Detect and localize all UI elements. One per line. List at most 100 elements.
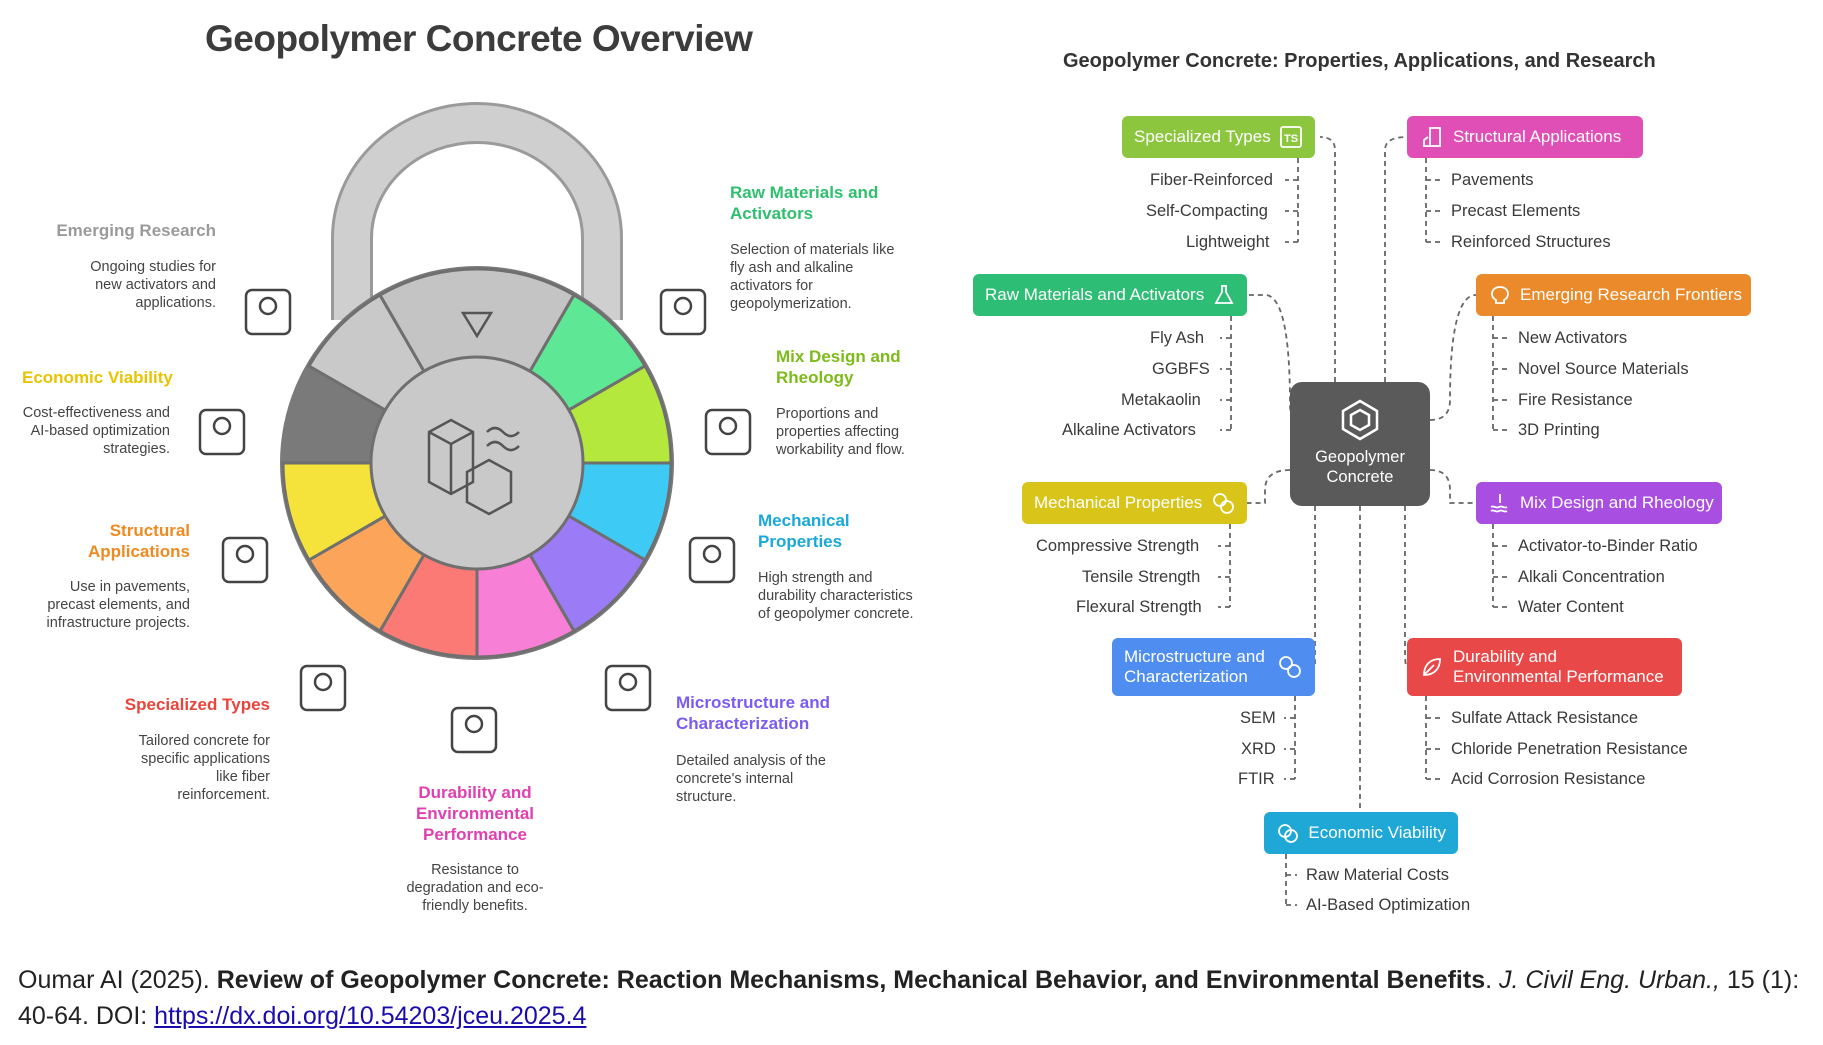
leaf-ggbfs: GGBFS bbox=[1152, 360, 1210, 378]
beam-icon-detail bbox=[313, 672, 333, 692]
durability-label: Durability and Environmental Performance bbox=[415, 783, 535, 844]
leaf-3d-printing: 3D Printing bbox=[1518, 421, 1600, 439]
specialized-label: Specialized Types bbox=[124, 695, 270, 714]
leaf-pavements: Pavements bbox=[1451, 171, 1534, 189]
citation-journal: J. Civil Eng. Urban., bbox=[1499, 966, 1720, 994]
researcher-icon-detail bbox=[258, 296, 278, 316]
leaf-sulfate-attack: Sulfate Attack Resistance bbox=[1451, 709, 1639, 727]
atom-icon bbox=[604, 664, 652, 712]
leaf-water-content: Water Content bbox=[1518, 598, 1624, 616]
leaf-tensile-strength: Tensile Strength bbox=[1082, 568, 1201, 586]
trees-icon-detail bbox=[464, 714, 484, 734]
leaf-flexural-strength: Flexural Strength bbox=[1076, 598, 1202, 616]
emerging-label: Emerging Research bbox=[56, 221, 216, 240]
mixer-icon bbox=[1488, 490, 1512, 516]
leaf-compressive-strength: Compressive Strength bbox=[1036, 537, 1200, 555]
mixer-truck-icon-detail bbox=[718, 416, 738, 436]
citation-author: Oumar AI (2025). bbox=[18, 966, 217, 994]
geopolymer-icon-cube bbox=[465, 458, 513, 516]
connector-structural bbox=[1384, 136, 1408, 382]
atom-icon-detail bbox=[618, 672, 638, 692]
connector-specialized bbox=[1319, 136, 1336, 382]
leaf-alkaline-activators: Alkaline Activators bbox=[1062, 421, 1196, 439]
structural-desc: Use in pavements, precast elements, and … bbox=[46, 579, 190, 631]
brain-icon bbox=[1488, 282, 1512, 308]
center-line-2: Concrete bbox=[1326, 468, 1394, 486]
citation-rest: 15 (1): 40-64. DOI: bbox=[18, 966, 1800, 1030]
building-icon bbox=[1419, 124, 1445, 150]
raw-materials-desc: Selection of materials like fly ash and … bbox=[730, 242, 895, 312]
building-icon-detail bbox=[235, 544, 255, 564]
citation-title: Review of Geopolymer Concrete: Reaction … bbox=[216, 966, 1486, 994]
node-mix-design: Mix Design and Rheology bbox=[1476, 482, 1722, 524]
raw-materials-label: Raw Materials and Activators bbox=[730, 183, 879, 223]
node-emerging-research: Emerging Research Frontiers bbox=[1476, 274, 1751, 316]
leaf-new-activators: New Activators bbox=[1518, 329, 1628, 347]
mixer-truck-icon bbox=[704, 408, 752, 456]
specialized-desc: Tailored concrete for specific applicati… bbox=[138, 733, 270, 803]
leaf-lightweight: Lightweight bbox=[1186, 233, 1270, 251]
leaf-ai-optimization: AI-Based Optimization bbox=[1306, 896, 1471, 914]
left-title: Geopolymer Concrete Overview bbox=[205, 18, 753, 59]
leaf-raw-material-costs: Raw Material Costs bbox=[1306, 866, 1450, 884]
scale-icon bbox=[198, 408, 246, 456]
leaf-ftir: FTIR bbox=[1238, 770, 1275, 788]
emerging-desc: Ongoing studies for new activators and a… bbox=[90, 259, 216, 311]
citation-sep: . bbox=[1485, 966, 1500, 994]
structural-label: Structural Applications bbox=[87, 521, 190, 561]
durability-desc: Resistance to degradation and eco-friend… bbox=[406, 862, 544, 914]
lock-center-circle bbox=[369, 355, 585, 571]
leaf-alkali-concentration: Alkali Concentration bbox=[1518, 568, 1665, 586]
node-structural-applications: Structural Applications bbox=[1407, 116, 1643, 158]
scale-icon-detail bbox=[212, 416, 232, 436]
microstructure-desc: Detailed analysis of the concrete's inte… bbox=[676, 753, 826, 805]
leaf-activator-binder-ratio: Activator-to-Binder Ratio bbox=[1518, 537, 1698, 555]
svg-text:TS: TS bbox=[1284, 133, 1298, 145]
right-title: Geopolymer Concrete: Properties, Applica… bbox=[1063, 50, 1656, 72]
node-specialized-types: Specialized Types TS bbox=[1122, 116, 1315, 158]
beam-icon bbox=[299, 664, 347, 712]
waves-icon bbox=[486, 426, 520, 452]
geopolymer-icon bbox=[427, 418, 475, 496]
mix-design-desc: Proportions and properties affecting wor… bbox=[776, 406, 905, 458]
money-icon bbox=[1276, 820, 1300, 846]
leaf-fly-ash: Fly Ash bbox=[1150, 329, 1205, 347]
microstructure-label: Microstructure and Characterization bbox=[676, 693, 830, 733]
bridge-icon-detail bbox=[702, 544, 722, 564]
economic-desc: Cost-effectiveness and AI-based optimiza… bbox=[22, 405, 170, 457]
gears-icon bbox=[1210, 490, 1235, 516]
connector-mechanical bbox=[1247, 469, 1291, 504]
hexagon-icon bbox=[1341, 399, 1379, 441]
mechanical-label: Mechanical Properties bbox=[758, 511, 850, 551]
leaf-xrd: XRD bbox=[1241, 740, 1276, 758]
connector-durability bbox=[1404, 506, 1408, 668]
mix-design-label: Mix Design and Rheology bbox=[776, 347, 901, 387]
citation: Oumar AI (2025). Review of Geopolymer Co… bbox=[18, 962, 1808, 1034]
keyhole-icon bbox=[460, 311, 494, 339]
doi-link[interactable]: https://dx.doi.org/10.54203/jceu.2025.4 bbox=[154, 1002, 587, 1030]
node-mechanical-properties: Mechanical Properties bbox=[1022, 482, 1247, 524]
economic-label: Economic Viability bbox=[22, 368, 173, 387]
connector-emerging bbox=[1429, 294, 1477, 421]
node-economic-viability: Economic Viability bbox=[1264, 812, 1458, 854]
factory-icon-detail bbox=[673, 296, 693, 316]
lock-shackle bbox=[334, 105, 620, 320]
bridge-icon bbox=[688, 536, 736, 584]
factory-icon bbox=[659, 288, 707, 336]
node-microstructure: Microstructure and Characterization bbox=[1112, 638, 1315, 696]
mechanical-desc: High strength and durability characteris… bbox=[758, 570, 914, 622]
leaf-reinforced-structures: Reinforced Structures bbox=[1451, 233, 1611, 251]
center-line-1: Geopolymer bbox=[1315, 448, 1405, 466]
ts-icon: TS bbox=[1279, 124, 1303, 150]
center-node: Geopolymer Concrete bbox=[1290, 382, 1430, 506]
leaf-chloride-penetration: Chloride Penetration Resistance bbox=[1451, 740, 1688, 758]
building-icon bbox=[221, 536, 269, 584]
leaf-self-compacting: Self-Compacting bbox=[1146, 202, 1268, 220]
leaf-fire-resistance: Fire Resistance bbox=[1518, 391, 1633, 409]
leaf-precast-elements: Precast Elements bbox=[1451, 202, 1581, 220]
leaf-icon bbox=[1419, 654, 1445, 680]
leaf-metakaolin: Metakaolin bbox=[1121, 391, 1201, 409]
molecule-icon bbox=[1277, 654, 1303, 680]
